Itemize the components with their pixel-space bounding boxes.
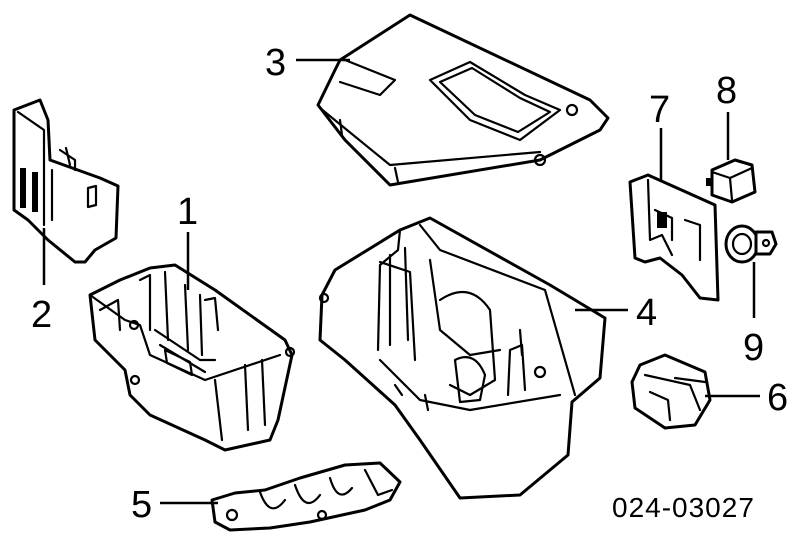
callout-6: 6	[767, 377, 788, 419]
part-3-cover	[316, 13, 610, 187]
part-1-housing	[88, 263, 296, 452]
diagram-code: 024-03027	[612, 492, 755, 523]
part-5-cable-guide	[210, 461, 402, 532]
part-2-bracket	[12, 98, 120, 264]
callout-7: 7	[649, 89, 670, 131]
part-9-plug	[724, 224, 778, 264]
part-8-relay	[706, 158, 757, 204]
callout-1: 1	[177, 191, 198, 233]
callout-2: 2	[31, 294, 52, 336]
callout-4: 4	[636, 292, 657, 334]
leader-lines	[42, 58, 760, 505]
part-7-plate	[628, 173, 720, 302]
callout-8: 8	[716, 70, 737, 112]
callout-labels: 1 2 3 4 5 6 7 8 9	[31, 42, 788, 526]
callout-3: 3	[265, 42, 286, 84]
callout-5: 5	[131, 484, 152, 526]
part-6-connector	[630, 353, 712, 430]
callout-9: 9	[743, 327, 764, 369]
part-4-tray	[318, 216, 607, 500]
